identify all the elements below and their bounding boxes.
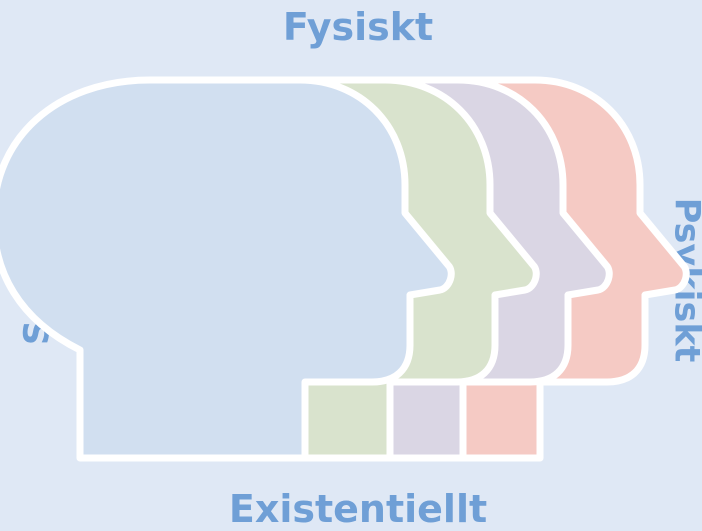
head-profiles-illustration [0, 0, 702, 529]
